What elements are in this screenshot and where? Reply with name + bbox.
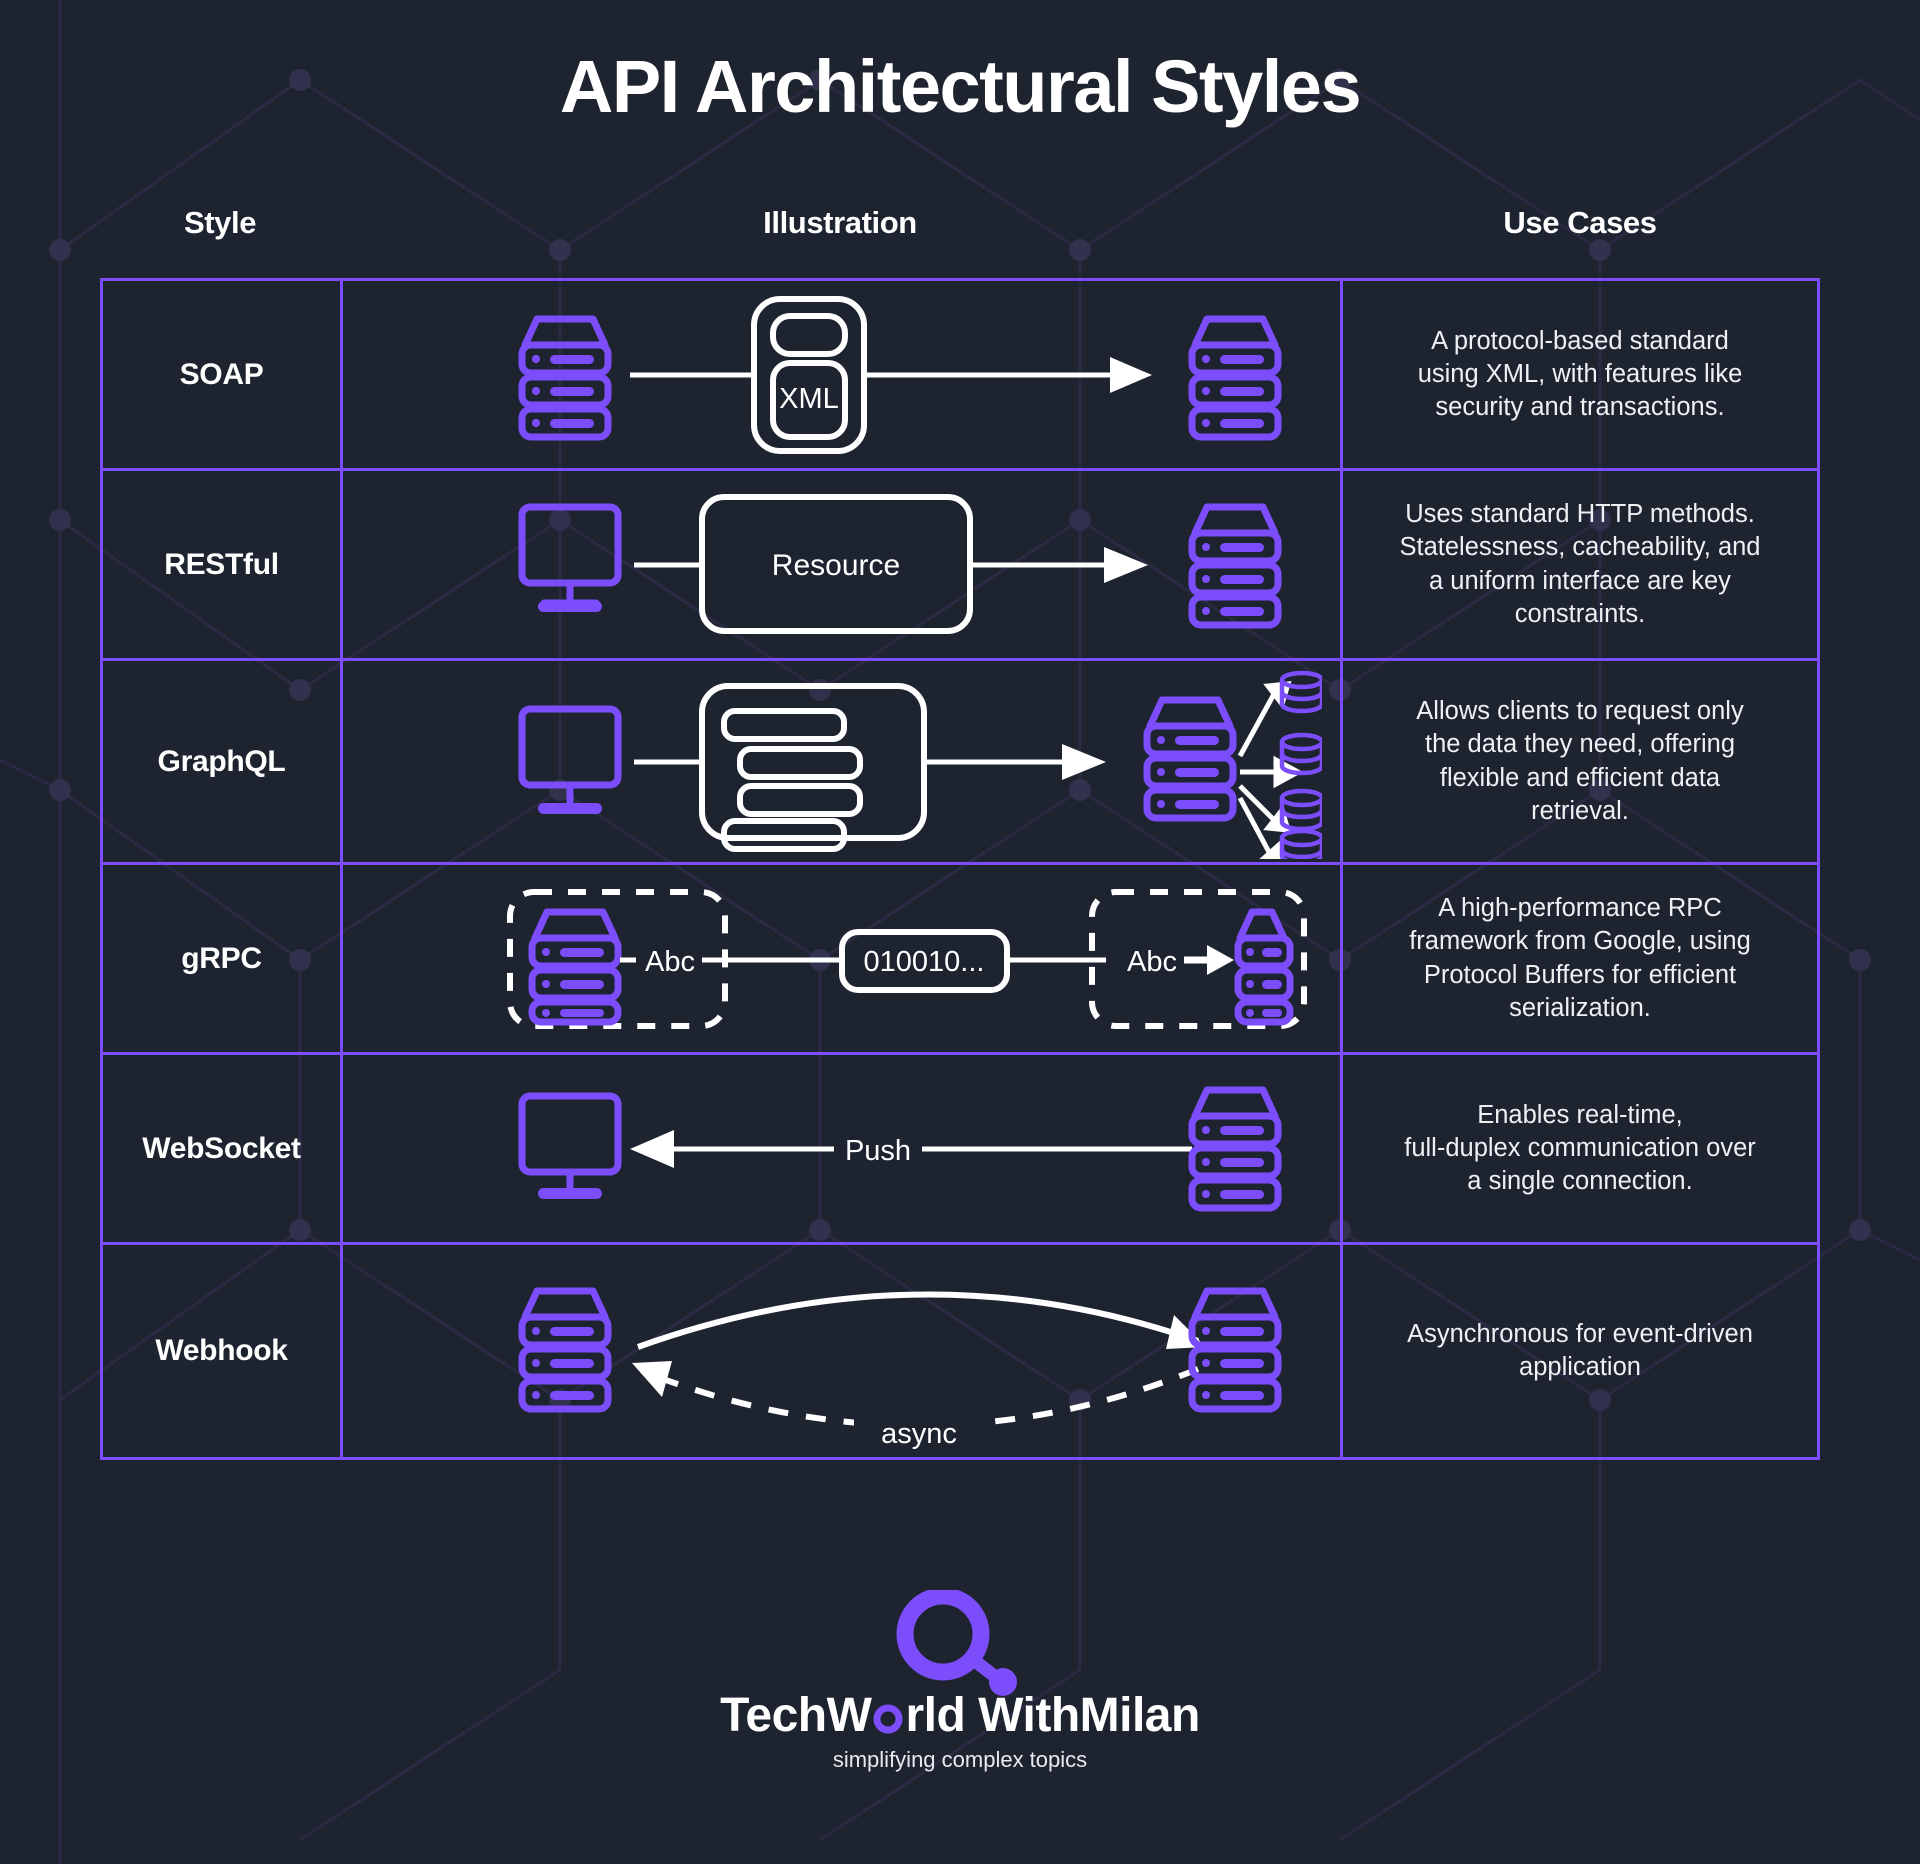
monitor-icon xyxy=(518,705,621,809)
arrow-right-icon xyxy=(1183,944,1234,975)
monitor-icon xyxy=(518,503,621,606)
monitor-stand-base xyxy=(537,803,602,814)
server-icon xyxy=(518,1287,611,1412)
server-icon-leds xyxy=(531,355,594,428)
use-case-text: A protocol-based standard using XML, wit… xyxy=(1417,326,1743,422)
illustration-cell-webhook: async xyxy=(343,1245,1343,1457)
server-icon-leds xyxy=(1201,1326,1264,1400)
arrow-right-icon xyxy=(969,546,1148,583)
style-name-cell: Webhook xyxy=(103,1245,343,1457)
use-case-cell: A protocol-based standard using XML, wit… xyxy=(1343,281,1817,468)
use-case-text: Enables real-time, full-duplex communica… xyxy=(1404,1100,1756,1196)
illustration-cell-graphql xyxy=(343,661,1343,862)
brand-line-1-prefix: TechW xyxy=(720,1689,872,1742)
database-icon xyxy=(1279,732,1322,776)
column-header-style: Style xyxy=(183,205,257,240)
binary-payload-label: 010010... xyxy=(863,946,984,978)
table-row: gRPC xyxy=(103,865,1817,1055)
monitor-stand-base xyxy=(537,1187,602,1199)
style-name-cell: GraphQL xyxy=(103,661,343,862)
database-icon xyxy=(1279,670,1322,714)
use-case-text: A high-performance RPC framework from Go… xyxy=(1409,894,1751,1022)
use-case-text: Asynchronous for event-driven applicatio… xyxy=(1407,1319,1753,1381)
push-label: Push xyxy=(844,1135,910,1167)
brand-tagline: simplifying complex topics xyxy=(832,1747,1088,1773)
illustration-cell-websocket: Push xyxy=(343,1055,1343,1242)
arrow-left-arc-dashed xyxy=(631,1360,1199,1428)
column-header-illustration: Illustration xyxy=(763,205,917,240)
grpc-diagram: Abc 010010... Abc xyxy=(506,888,1307,1029)
async-label: async xyxy=(881,1418,957,1450)
server-icon-leds xyxy=(1156,736,1219,809)
table-row: Webhook xyxy=(103,1245,1817,1457)
use-case-cell: Allows clients to request only the data … xyxy=(1343,661,1817,862)
server-icon xyxy=(1143,696,1236,822)
server-icon xyxy=(1188,1287,1281,1412)
server-icon xyxy=(1188,1086,1281,1211)
async-label-backdrop xyxy=(853,1416,984,1451)
logo-o-glyph-icon xyxy=(873,1704,903,1734)
query-document-icon xyxy=(698,683,927,852)
brand-line-1: TechW rld xyxy=(720,1689,966,1742)
server-icon-leds xyxy=(1201,1125,1264,1199)
table-row: WebSocket Push xyxy=(103,1055,1817,1245)
server-icon xyxy=(1188,315,1281,441)
server-icon xyxy=(528,908,621,1025)
server-icon-leds xyxy=(1201,355,1264,428)
server-icon-leds xyxy=(1245,947,1282,1017)
resource-label: Resource xyxy=(771,549,899,582)
monitor-stand-base xyxy=(537,600,602,612)
server-icon xyxy=(1234,908,1293,1025)
style-name-cell: gRPC xyxy=(103,865,343,1052)
brand-line-2: WithMilan xyxy=(978,1689,1200,1742)
abc-label-left: Abc xyxy=(645,946,695,978)
illustration-cell-restful: Resource xyxy=(343,471,1343,658)
dashed-boundary-box-right xyxy=(1088,888,1307,1029)
arrow-right-arc xyxy=(636,1290,1206,1350)
style-name-cell: SOAP xyxy=(103,281,343,468)
server-icon-leds xyxy=(1201,542,1264,616)
column-header-use-cases: Use Cases xyxy=(1503,205,1657,240)
page-title: API Architectural Styles xyxy=(559,45,1362,128)
use-case-cell: Asynchronous for event-driven applicatio… xyxy=(1343,1245,1817,1457)
server-icon xyxy=(1188,503,1281,628)
server-icon-leds xyxy=(531,1326,594,1400)
restful-diagram: Resource xyxy=(518,493,1281,634)
webhook-diagram: async xyxy=(518,1287,1281,1451)
xml-envelope-icon xyxy=(750,296,867,454)
arrow-right-icon xyxy=(863,357,1152,393)
arrow-left-icon xyxy=(629,1129,834,1168)
arrow-right-icon xyxy=(923,744,1106,780)
graphql-diagram xyxy=(518,670,1322,859)
brand-line-1-suffix: rld xyxy=(905,1689,966,1742)
style-name-cell: RESTful xyxy=(103,471,343,658)
use-case-cell: A high-performance RPC framework from Go… xyxy=(1343,865,1817,1052)
brand-name: TechW rld WithMilan xyxy=(0,1689,1920,1742)
column-headers: Style Illustration Use Cases xyxy=(100,205,1820,255)
style-name-cell: WebSocket xyxy=(103,1055,343,1242)
api-styles-table: SOAP xyxy=(100,278,1820,1460)
illustration-cell-grpc: Abc 010010... Abc xyxy=(343,865,1343,1052)
xml-label: XML xyxy=(779,383,839,415)
use-case-cell: Enables real-time, full-duplex communica… xyxy=(1343,1055,1817,1242)
websocket-diagram: Push xyxy=(518,1086,1281,1211)
soap-diagram: XML xyxy=(518,296,1281,454)
use-case-text: Allows clients to request only the data … xyxy=(1416,697,1744,825)
table-row: SOAP xyxy=(103,281,1817,471)
table-row: GraphQL xyxy=(103,661,1817,865)
use-case-text: Uses standard HTTP methods. Statelessnes… xyxy=(1399,500,1761,628)
monitor-icon xyxy=(518,1092,621,1193)
table-row: RESTful Resource xyxy=(103,471,1817,661)
brand-footer: TechW rld WithMilan simplifying complex t… xyxy=(0,1590,1920,1773)
use-case-cell: Uses standard HTTP methods. Statelessnes… xyxy=(1343,471,1817,658)
server-icon-leds xyxy=(541,947,604,1017)
illustration-cell-soap: XML xyxy=(343,281,1343,468)
server-icon xyxy=(518,315,611,441)
abc-label-right: Abc xyxy=(1127,946,1177,978)
techworld-node-logo-icon xyxy=(896,1590,1017,1696)
database-icon xyxy=(1279,828,1322,859)
